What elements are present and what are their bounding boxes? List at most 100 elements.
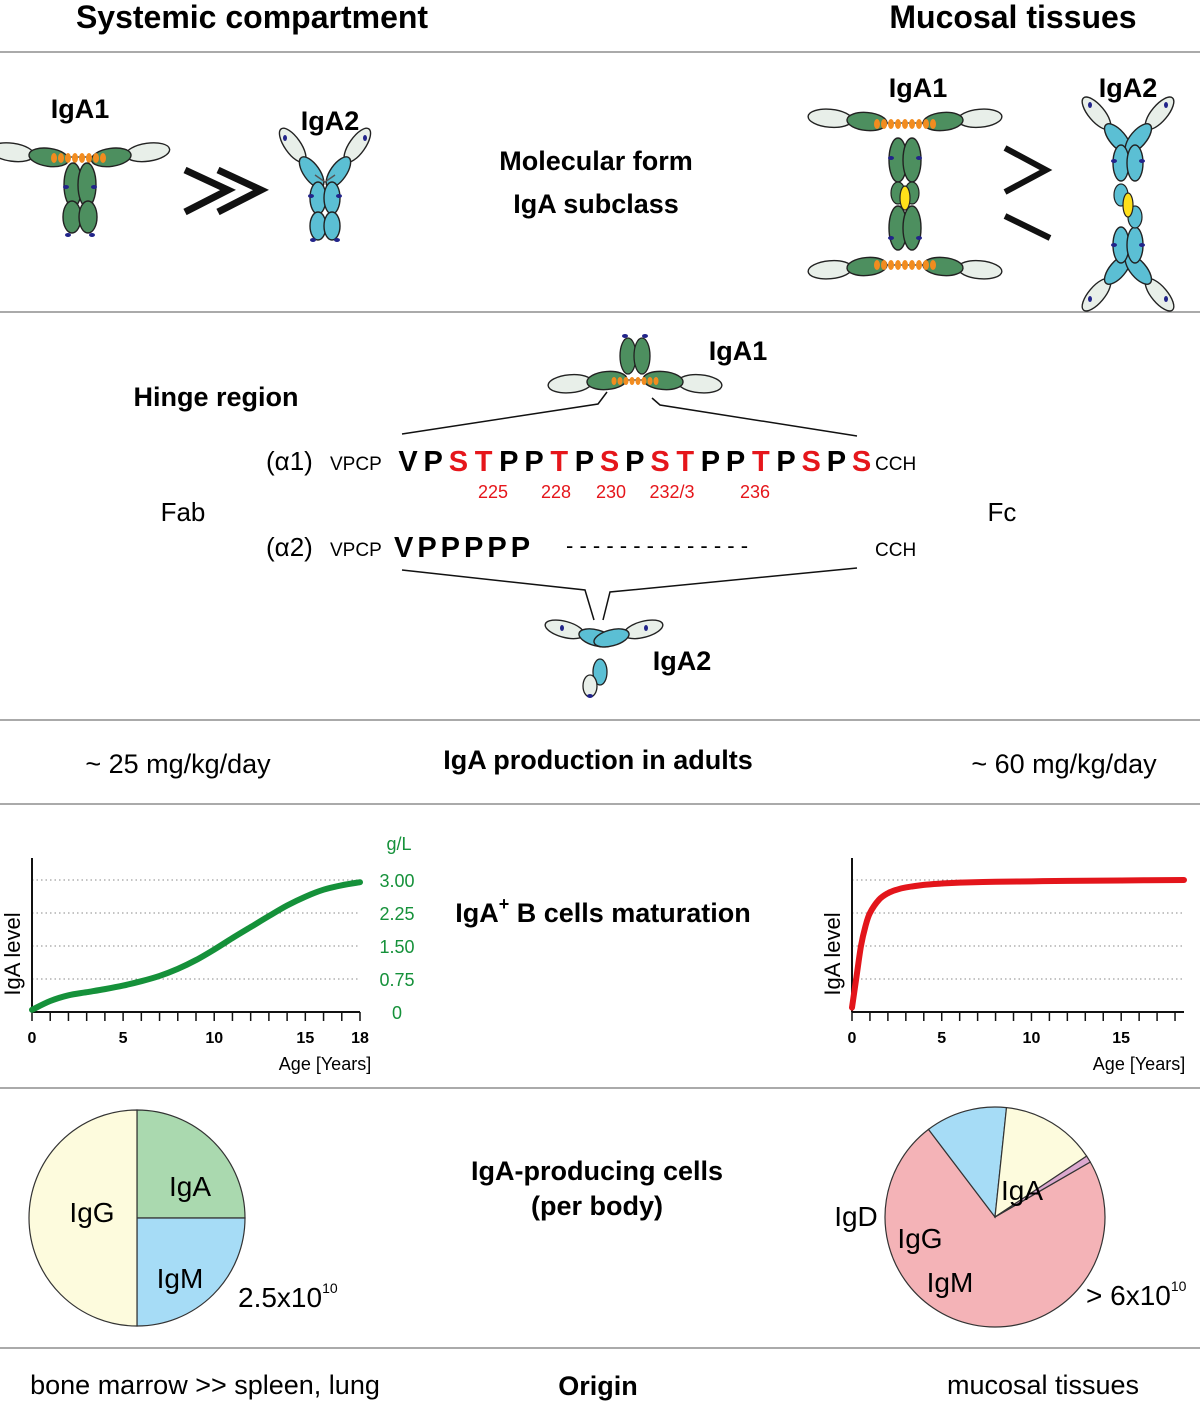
x-tick-label: 15 — [1112, 1030, 1130, 1047]
systemic-iga1-label: IgA1 — [51, 94, 110, 124]
hinge-residue: T — [475, 446, 493, 478]
hinge-residue: P — [625, 446, 644, 478]
hinge-residue: S — [600, 446, 619, 478]
pie-label-igm: IgM — [927, 1267, 974, 1298]
hinge-residue: P — [776, 446, 795, 478]
pie-slice-igm — [136, 1217, 246, 1327]
iga1-hinge-bracket — [401, 391, 858, 437]
hinge-iga2-label: IgA2 — [653, 646, 712, 676]
pie-slice-igg — [994, 1106, 1088, 1219]
hinge-residue: P — [701, 446, 720, 478]
hinge-iga2-icon — [542, 615, 666, 698]
pie-label-iga: IgA — [1001, 1175, 1043, 1206]
x-tick-label: 10 — [1023, 1030, 1041, 1047]
origin-label: Origin — [558, 1371, 638, 1401]
alpha2-suffix: CCH — [875, 540, 916, 561]
cell-total-exponent: 10 — [1171, 1278, 1187, 1294]
iga2-hinge-bracket — [401, 567, 858, 621]
much-greater-than-symbol — [183, 166, 269, 216]
residue-position-label: 232/3 — [649, 482, 694, 502]
header-mucosal: Mucosal tissues — [889, 0, 1136, 35]
pie-slice-iga — [884, 1128, 1106, 1328]
systemic-iga2-label: IgA2 — [301, 106, 360, 136]
pie-label-igd: IgD — [834, 1201, 878, 1232]
hinge-iga1-label: IgA1 — [709, 336, 768, 366]
x-axis-title: Age [Years] — [279, 1054, 371, 1074]
systemic-production-value: ~ 25 mg/kg/day — [85, 749, 271, 779]
y-tick-label: 1.50 — [379, 937, 414, 957]
iga-subclass-label: IgA subclass — [513, 189, 679, 219]
pie-label-igg: IgG — [69, 1197, 114, 1228]
maturation-label-sup: + — [499, 894, 510, 914]
alpha2-prefix: VPCP — [330, 540, 382, 561]
cells-label-line2: (per body) — [531, 1191, 663, 1221]
cell-total-label: > 6x1010 — [1086, 1278, 1187, 1311]
pie-slice-igd — [994, 1155, 1092, 1218]
pie-slice-igm — [927, 1106, 1008, 1219]
alpha1-prefix: VPCP — [330, 454, 382, 475]
residue-position-label: 225 — [478, 482, 508, 502]
y-unit-label: g/L — [386, 834, 411, 854]
systemic-origin: bone marrow >> spleen, lung — [30, 1370, 380, 1400]
y-axis-title: IgA level — [0, 912, 25, 995]
hinge-residue: P — [524, 446, 543, 478]
iga-level-series-line — [29, 879, 363, 1013]
fab-label: Fab — [161, 497, 206, 527]
alpha2-hinge-residues: VPPPPP — [394, 532, 534, 564]
iga1-dimer-icon — [806, 106, 1004, 282]
mucosal-iga2-label: IgA2 — [1099, 73, 1158, 103]
residue-position-label: 230 — [596, 482, 626, 502]
hinge-residue: P — [726, 446, 745, 478]
molecular-form-label: Molecular form — [499, 146, 693, 176]
maturation-label: IgA+ B cells maturation — [455, 894, 751, 928]
iga2-dimer-icon — [1076, 92, 1180, 316]
alpha1-chain-label: (α1) — [266, 446, 313, 476]
cell-total-exponent: 10 — [322, 1280, 338, 1296]
mucosal-origin: mucosal tissues — [947, 1370, 1139, 1400]
y-tick-label: 3.00 — [379, 871, 414, 891]
mucosal-iga1-label: IgA1 — [889, 73, 948, 103]
pie-slice-iga — [136, 1109, 246, 1219]
production-label: IgA production in adults — [443, 745, 752, 775]
hinge-iga1-icon — [546, 334, 724, 396]
iga-level-series-line — [849, 877, 1187, 1011]
hinge-residue: T — [676, 446, 694, 478]
hinge-residue: S — [449, 446, 468, 478]
hinge-residue: P — [424, 446, 443, 478]
hinge-residue: T — [752, 446, 770, 478]
x-tick-label: 0 — [848, 1030, 857, 1047]
y-axis-title: IgA level — [820, 912, 845, 995]
greater-or-equal-symbol — [1003, 145, 1053, 241]
y-tick-label: 0.75 — [379, 970, 414, 990]
maturation-label-rest: B cells maturation — [509, 898, 751, 928]
hinge-residue: P — [575, 446, 594, 478]
y-tick-label: 2.25 — [379, 904, 414, 924]
mucosal-production-value: ~ 60 mg/kg/day — [971, 749, 1157, 779]
hinge-residue: V — [398, 446, 418, 478]
hinge-residue: P — [499, 446, 518, 478]
iga1-monomer-icon — [0, 139, 172, 237]
cell-total-label: 2.5x1010 — [238, 1280, 338, 1313]
y-tick-label: 0 — [392, 1003, 402, 1023]
residue-position-label: 228 — [541, 482, 571, 502]
hinge-residue: S — [802, 446, 821, 478]
x-tick-label: 18 — [351, 1030, 369, 1047]
hinge-residue: P — [827, 446, 846, 478]
header-systemic: Systemic compartment — [76, 0, 428, 35]
pie-label-igm: IgM — [157, 1263, 204, 1294]
hinge-region-title: Hinge region — [133, 382, 298, 412]
x-tick-label: 10 — [205, 1030, 223, 1047]
cells-label-line1: IgA-producing cells — [471, 1156, 723, 1186]
alpha2-gap: - - - - - - - - - - - - - - — [566, 533, 748, 558]
x-tick-label: 0 — [28, 1030, 37, 1047]
iga2-monomer-icon — [273, 123, 377, 242]
pie-slice-igg — [28, 1109, 138, 1327]
x-tick-label: 5 — [119, 1030, 128, 1047]
maturation-label-main: IgA — [455, 898, 499, 928]
